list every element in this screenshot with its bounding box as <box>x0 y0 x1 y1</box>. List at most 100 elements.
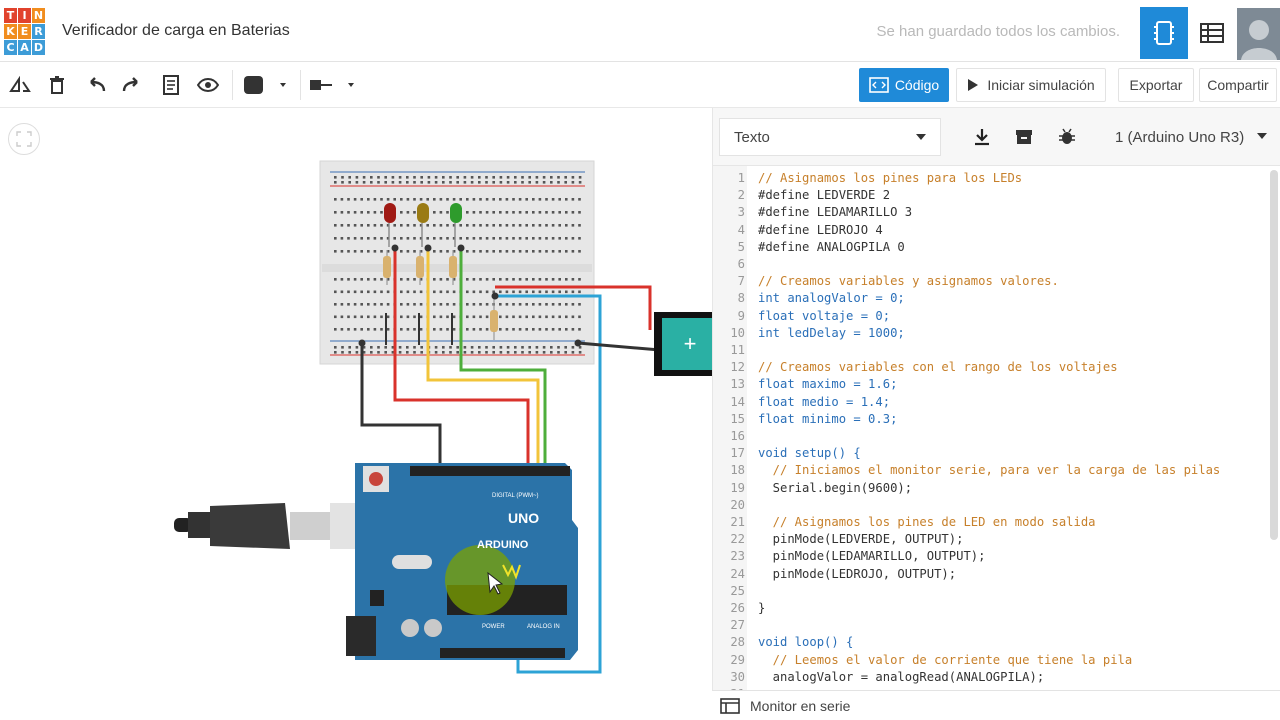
eye-icon <box>197 78 219 92</box>
delete-button[interactable] <box>44 70 70 100</box>
user-icon <box>1240 20 1277 60</box>
color-swatch-icon <box>244 76 286 94</box>
code-line: 23 pinMode(LEDAMARILLO, OUTPUT); <box>713 548 1273 565</box>
component-list-button[interactable] <box>1188 7 1236 59</box>
user-avatar[interactable] <box>1237 8 1280 60</box>
code-scrollbar[interactable] <box>1270 170 1278 540</box>
code-line: 24 pinMode(LEDROJO, OUTPUT); <box>713 566 1273 583</box>
code-text: void setup() { <box>758 446 861 461</box>
battery[interactable] <box>654 312 712 376</box>
save-status: Se han guardado todos los cambios. <box>876 23 1121 40</box>
code-text: analogValor = analogRead(ANALOGPILA); <box>758 669 1045 684</box>
line-number: 5 <box>737 239 745 254</box>
code-line: 27 <box>713 617 1273 634</box>
logo-letter: E <box>18 24 31 39</box>
fit-view-icon <box>16 131 32 147</box>
resistor[interactable] <box>490 298 498 340</box>
logo-letter: A <box>18 40 31 55</box>
logo-letter: N <box>32 8 45 23</box>
code-line: 19 Serial.begin(9600); <box>713 480 1273 497</box>
wire-blue[interactable] <box>495 294 602 674</box>
code-text: // Leemos el valor de corriente que tien… <box>758 652 1133 667</box>
led-red[interactable] <box>384 203 396 247</box>
board-model-label: UNO <box>508 510 539 526</box>
redo-button[interactable] <box>118 70 146 100</box>
rotate-button[interactable] <box>6 70 34 100</box>
code-text: Serial.begin(9600); <box>758 480 913 495</box>
arduino-uno-board[interactable] <box>346 463 578 660</box>
code-text: #define LEDAMARILLO 3 <box>758 205 913 220</box>
circuit-icon <box>1154 21 1174 45</box>
code-button[interactable]: Código <box>859 68 949 102</box>
resistor[interactable] <box>383 250 391 285</box>
line-number: 27 <box>730 618 745 633</box>
bug-icon <box>1059 128 1075 144</box>
code-line: 31 <box>713 686 1273 690</box>
logo-letter: T <box>4 8 17 23</box>
line-number: 2 <box>737 188 745 203</box>
logo-letter: D <box>32 40 45 55</box>
play-icon <box>968 79 979 91</box>
board-select[interactable]: 1 (Arduino Uno R3) <box>1101 118 1275 156</box>
color-picker[interactable] <box>240 70 294 100</box>
libraries-button[interactable] <box>1004 118 1044 156</box>
led-yellow[interactable] <box>417 203 429 247</box>
logo-letter: K <box>4 24 17 39</box>
resistor[interactable] <box>449 250 457 285</box>
code-text: int ledDelay = 1000; <box>758 325 905 340</box>
wire-style-icon <box>310 80 354 90</box>
notes-button[interactable] <box>158 70 184 100</box>
circuit-view-button[interactable] <box>1140 7 1188 59</box>
wire-red[interactable] <box>393 248 530 472</box>
code-button-label: Código <box>894 77 940 93</box>
line-number: 13 <box>730 377 745 392</box>
undo-button[interactable] <box>82 70 110 100</box>
project-title[interactable]: Verificador de carga en Baterias <box>62 22 290 39</box>
code-text: pinMode(LEDVERDE, OUTPUT); <box>758 532 964 547</box>
code-mode-select[interactable]: Texto <box>719 118 941 156</box>
code-line: 4#define LEDROJO 4 <box>713 222 1273 239</box>
rotate-icon <box>9 76 31 92</box>
export-button[interactable]: Exportar <box>1118 68 1194 102</box>
wire-green[interactable] <box>459 248 547 472</box>
line-number: 24 <box>730 566 745 581</box>
code-line: 7 // Creamos variables y asignamos valore… <box>713 273 1273 290</box>
wire-red-battery[interactable] <box>495 285 652 330</box>
line-number-gutter <box>713 166 747 690</box>
zoom-to-fit-button[interactable] <box>8 123 40 155</box>
caret-down-icon <box>1257 133 1267 139</box>
code-text: int analogValor = 0; <box>758 291 905 306</box>
code-text: // Iniciamos el monitor serie, para ver … <box>758 463 1221 478</box>
code-line: 12 // Creamos variables con el rango de l… <box>713 359 1273 376</box>
wire-yellow[interactable] <box>426 248 540 472</box>
code-text: } <box>758 601 766 615</box>
line-number: 9 <box>737 308 745 323</box>
serial-monitor-bar[interactable]: Monitor en serie <box>712 690 1280 720</box>
serial-monitor-icon <box>720 697 740 714</box>
code-line: 3 #define LEDAMARILLO 3 <box>713 204 1273 221</box>
code-text: pinMode(LEDAMARILLO, OUTPUT); <box>758 549 986 564</box>
start-simulation-button[interactable]: Iniciar simulación <box>956 68 1106 102</box>
line-number: 12 <box>730 360 745 375</box>
debugger-button[interactable] <box>1047 118 1087 156</box>
line-number: 3 <box>737 205 745 220</box>
table-list-icon <box>1200 23 1224 43</box>
wire-black-battery[interactable] <box>577 341 661 352</box>
line-number: 14 <box>730 394 745 409</box>
wire-black[interactable] <box>360 343 442 472</box>
code-text: // Creamos variables y asignamos valores… <box>758 274 1059 289</box>
led-green[interactable] <box>450 203 462 247</box>
circuit-canvas[interactable]: + ARDUINO UNO DIGITAL (PWM~) POWER ANALO… <box>0 108 712 720</box>
wire-type-picker[interactable] <box>306 70 362 100</box>
code-text: // Creamos variables con el rango de los… <box>758 360 1118 375</box>
line-number: 7 <box>737 274 745 289</box>
download-code-button[interactable] <box>962 118 1002 156</box>
visibility-button[interactable] <box>194 70 222 100</box>
resistor[interactable] <box>416 250 424 285</box>
share-button[interactable]: Compartir <box>1199 68 1277 102</box>
